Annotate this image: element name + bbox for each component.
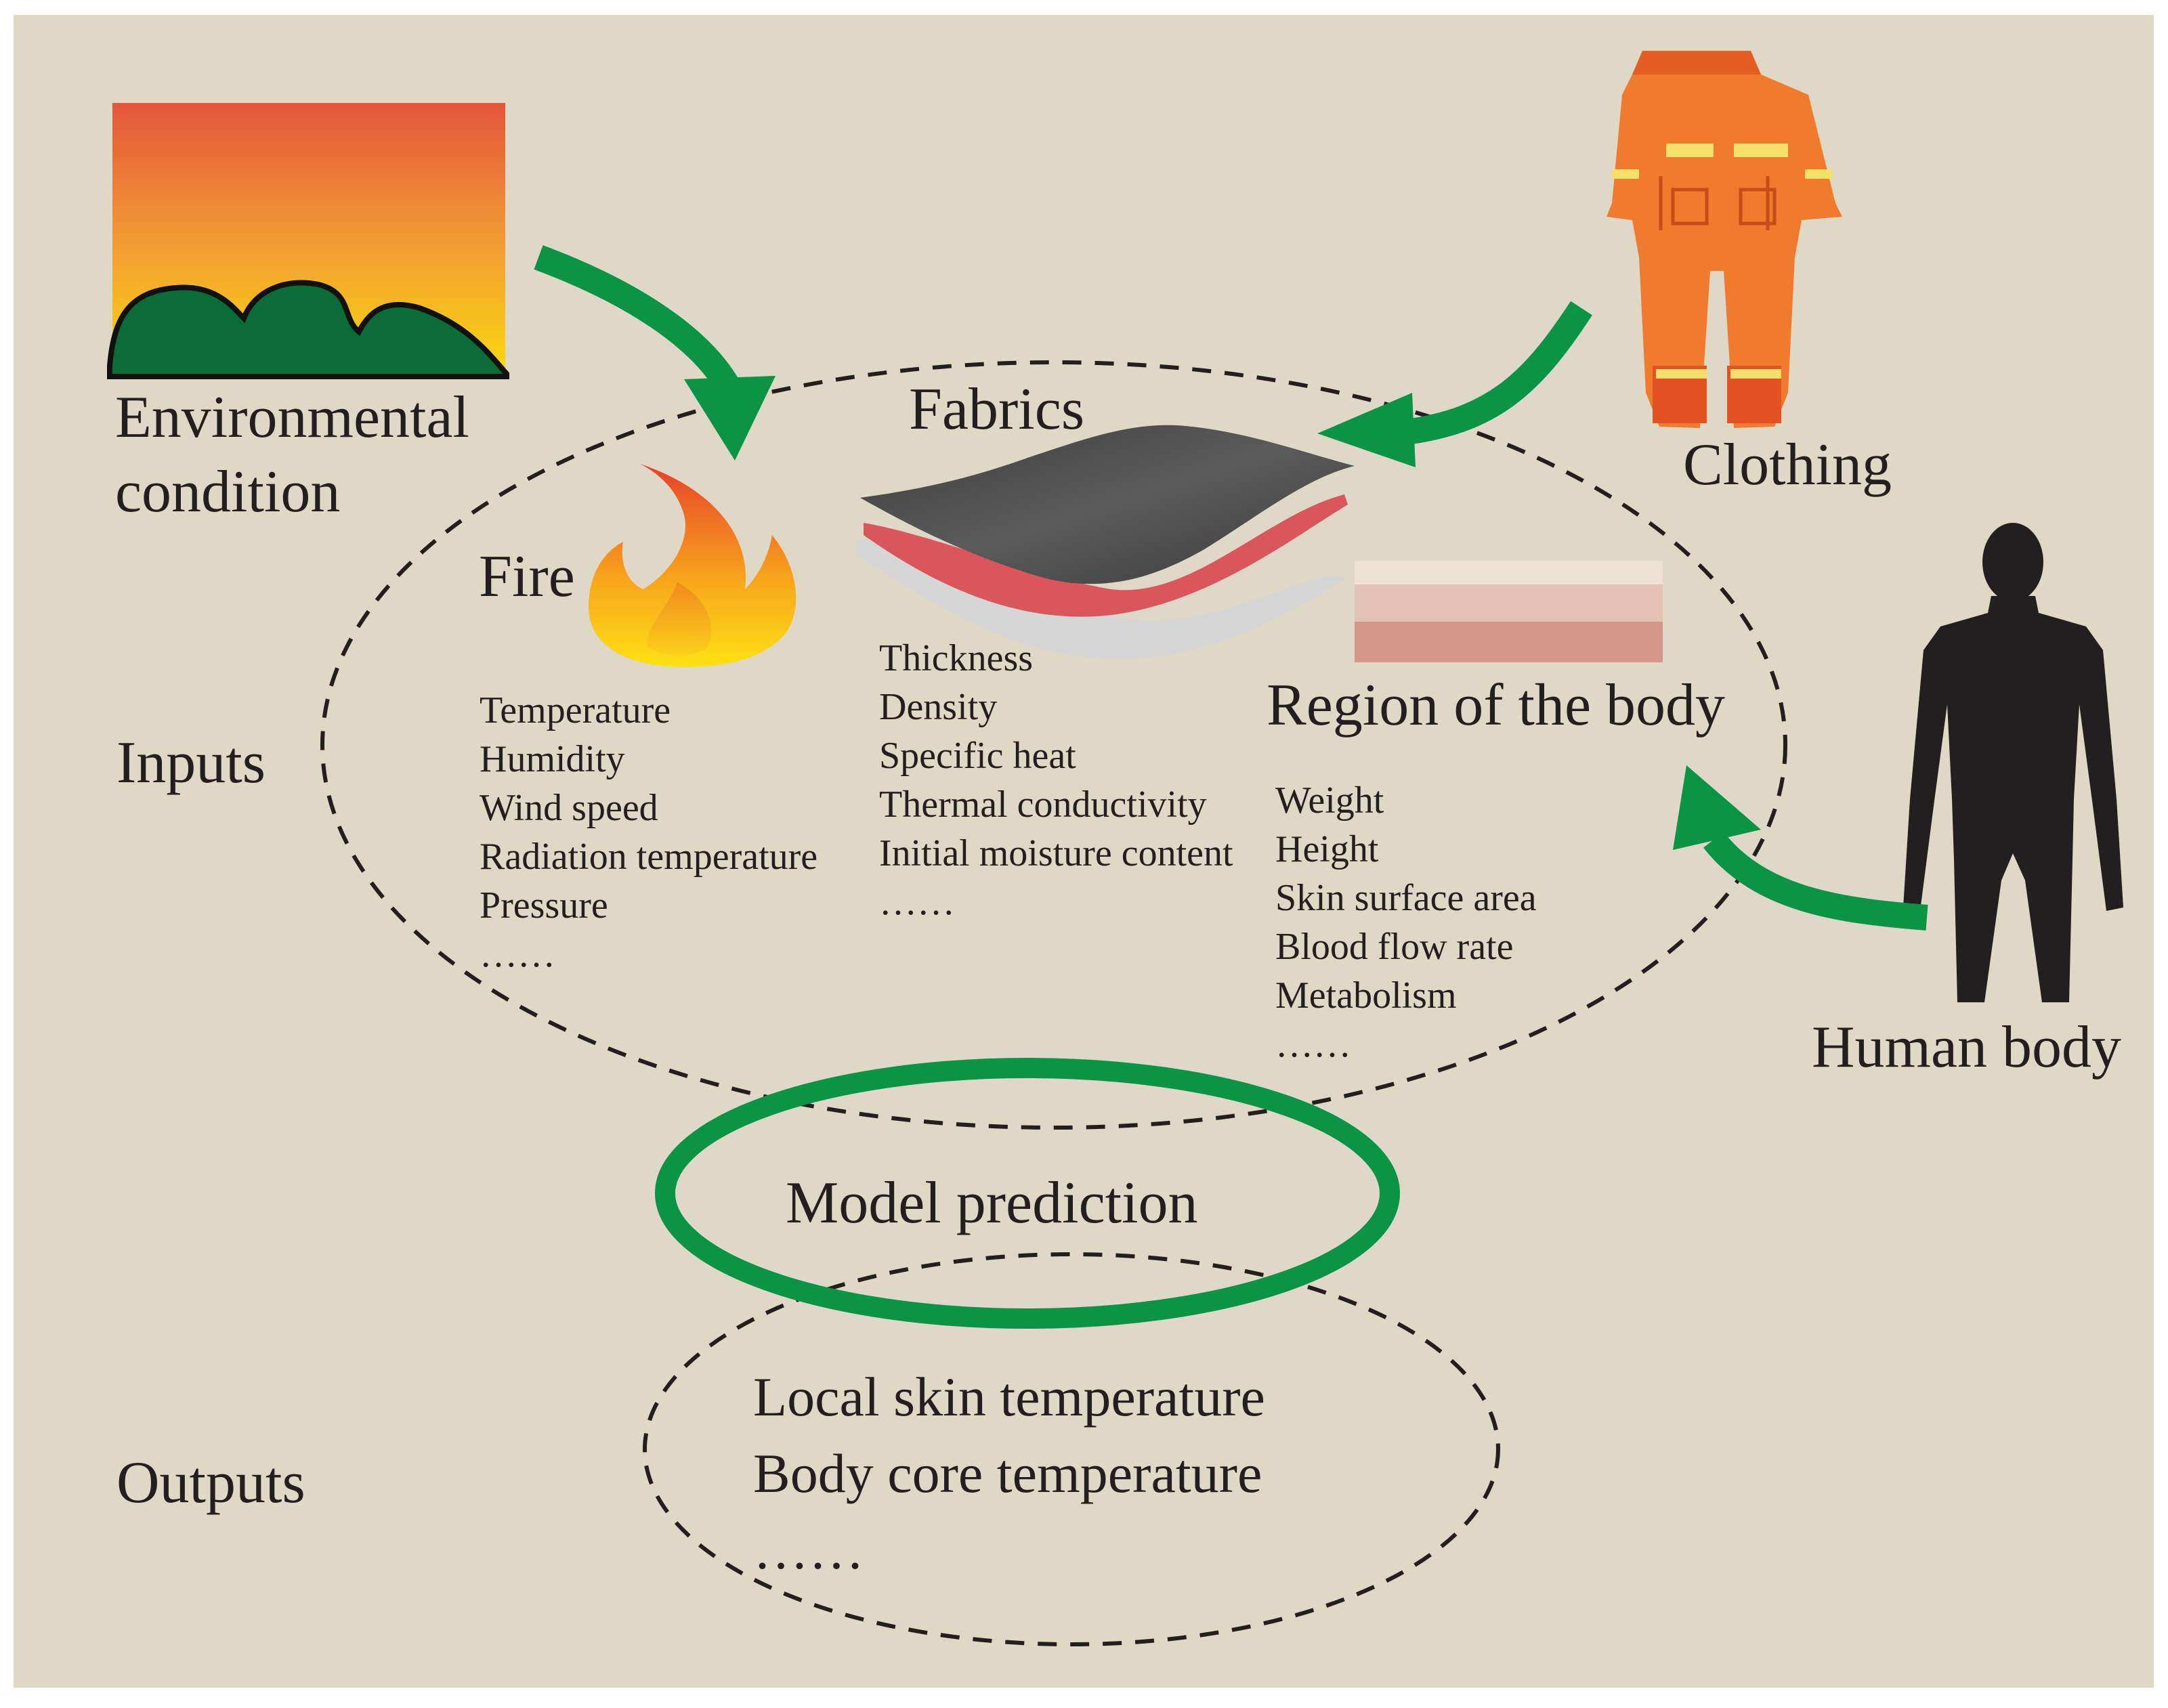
fabric-param-item: Specific heat	[879, 735, 1076, 777]
output-item: Local skin temperature	[753, 1366, 1265, 1428]
fabric-layers-icon	[857, 425, 1355, 660]
skin-layers-icon	[1355, 561, 1663, 662]
fabric-param-item: Initial moisture content	[879, 832, 1233, 874]
label-fabrics: Fabrics	[909, 377, 1084, 442]
label-model-prediction: Model prediction	[786, 1170, 1198, 1236]
fire-param-item: Humidity	[480, 738, 625, 780]
label-human-body: Human body	[1812, 1015, 2121, 1080]
fire-param-item: Pressure	[480, 884, 608, 926]
fire-param-item: ……	[480, 933, 555, 975]
outputs-dashed-ellipse	[643, 1252, 1500, 1646]
label-environmental-line2: condition	[115, 459, 340, 525]
inputs-dashed-ellipse	[320, 360, 1787, 1130]
label-inputs: Inputs	[116, 730, 265, 796]
flame-icon	[588, 464, 796, 667]
body-param-item: Metabolism	[1275, 975, 1457, 1017]
human-silhouette-icon	[1903, 523, 2123, 1002]
body-param-item: Height	[1275, 828, 1379, 870]
label-environmental-line1: Environmental	[115, 385, 469, 450]
arrow-human-to-region	[1673, 765, 1928, 931]
arrow-environment-to-fire	[534, 245, 775, 461]
fabric-param-item: Thickness	[879, 637, 1033, 679]
body-param-item: Blood flow rate	[1275, 926, 1513, 968]
label-fire: Fire	[479, 544, 575, 610]
firefighter-suit-icon	[1607, 51, 1842, 428]
body-param-item: Weight	[1275, 780, 1384, 821]
output-item: Body core temperature	[753, 1443, 1262, 1504]
fire-param-item: Temperature	[480, 689, 671, 731]
label-region-of-body: Region of the body	[1267, 672, 1725, 738]
fabric-param-item: Density	[879, 686, 997, 728]
sunset-hills-icon	[107, 103, 509, 379]
label-outputs: Outputs	[116, 1450, 305, 1516]
body-param-item: Skin surface area	[1275, 877, 1537, 919]
arrow-clothing-to-fabrics	[1317, 301, 1592, 467]
model-prediction-ellipse	[655, 1058, 1400, 1329]
fire-param-item: Radiation temperature	[480, 836, 817, 878]
fabric-param-item: ……	[879, 881, 955, 923]
fire-param-item: Wind speed	[480, 787, 658, 829]
label-clothing: Clothing	[1683, 432, 1892, 498]
fabric-param-item: Thermal conductivity	[879, 784, 1207, 826]
output-item: ……	[753, 1519, 864, 1581]
body-param-item: ……	[1275, 1023, 1351, 1065]
